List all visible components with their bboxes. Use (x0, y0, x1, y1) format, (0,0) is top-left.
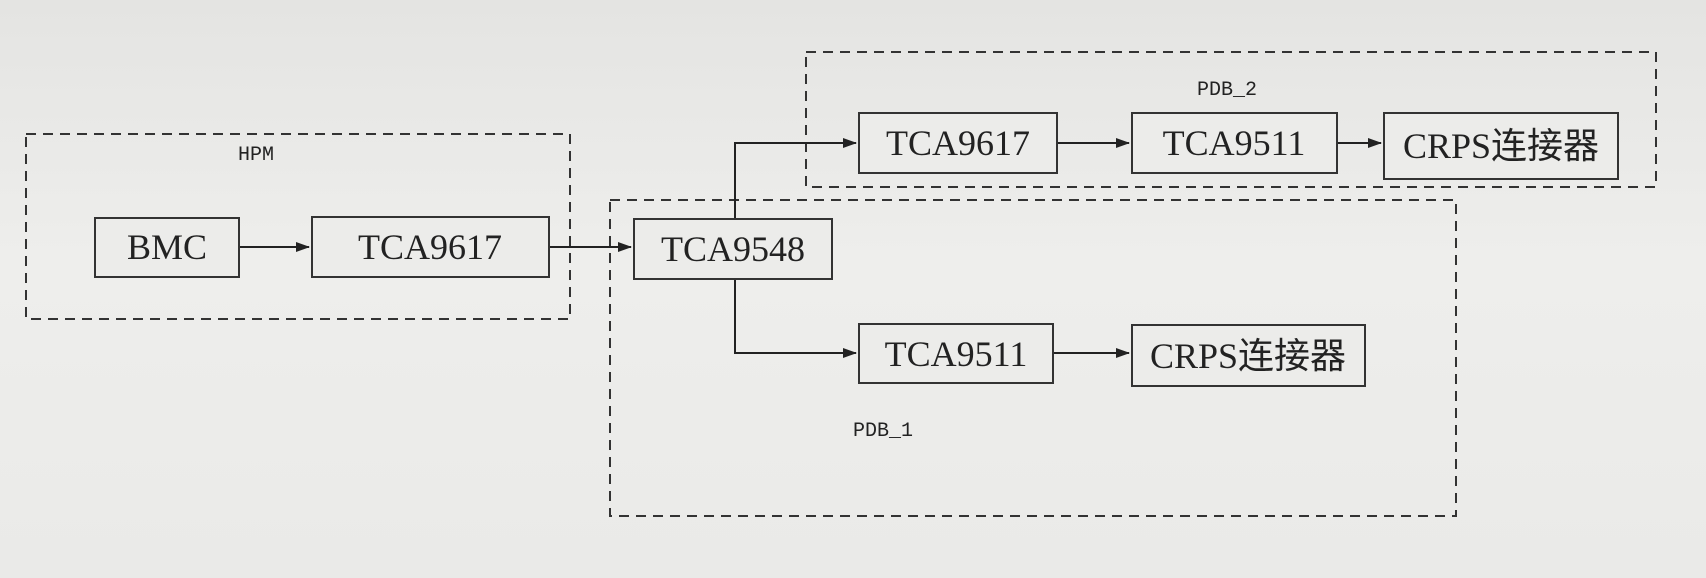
group-pdb2: PDB_2 (805, 51, 1657, 188)
group-pdb1: PDB_1 (609, 199, 1457, 517)
edge-tca9548-pdb1-tca9511 (734, 279, 857, 358)
connectors (239, 138, 1382, 358)
node-pdb1-tca9511: TCA9511 (858, 323, 1054, 384)
node-hpm-tca9617: TCA9617 (311, 216, 550, 278)
node-tca9548: TCA9548 (633, 218, 833, 280)
node-bmc: BMC (94, 217, 240, 278)
group-hpm: HPM (25, 133, 571, 320)
node-pdb2-tca9617-label: TCA9617 (886, 123, 1030, 163)
node-bmc-label: BMC (127, 227, 207, 267)
node-tca9548-label: TCA9548 (661, 229, 805, 269)
edge-tca9548-pdb2-tca9617 (734, 138, 857, 219)
node-hpm-tca9617-label: TCA9617 (358, 227, 502, 267)
node-pdb1-crps: CRPS连接器 (1131, 324, 1366, 387)
group-hpm-label: HPM (238, 144, 274, 167)
node-pdb1-crps-label: CRPS连接器 (1150, 336, 1346, 376)
group-pdb1-label: PDB_1 (853, 420, 913, 443)
node-pdb2-tca9617: TCA9617 (858, 112, 1058, 174)
node-pdb2-crps-label: CRPS连接器 (1403, 126, 1599, 166)
group-pdb2-label: PDB_2 (1197, 79, 1257, 102)
node-pdb2-tca9511: TCA9511 (1131, 112, 1338, 174)
node-pdb1-tca9511-label: TCA9511 (885, 334, 1028, 374)
node-pdb2-crps: CRPS连接器 (1383, 112, 1619, 180)
node-pdb2-tca9511-label: TCA9511 (1163, 123, 1306, 163)
